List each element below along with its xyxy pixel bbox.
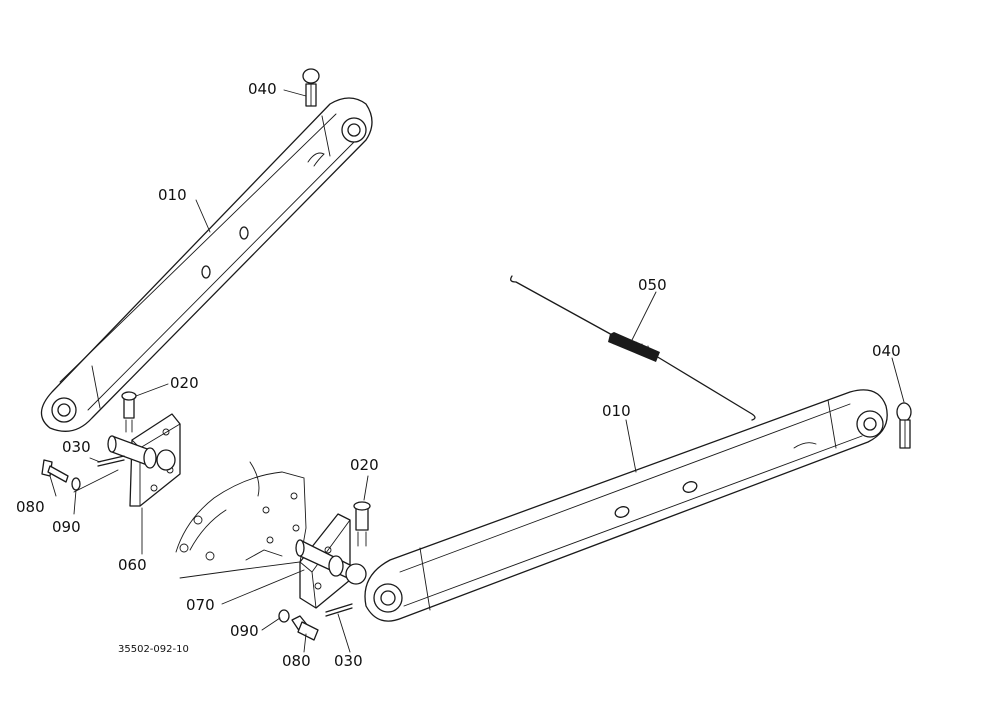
label-030-right: 030: [334, 652, 363, 670]
label-070: 070: [186, 596, 215, 614]
label-010-lower: 010: [602, 402, 631, 420]
upper-lynch-pin: [302, 68, 320, 107]
tractor-frame: [175, 461, 307, 579]
right-bracket-assembly: [278, 501, 371, 641]
label-040-right: 040: [872, 342, 901, 360]
label-020-left: 020: [170, 374, 199, 392]
upper-lower-link: [40, 97, 373, 432]
label-010-upper: 010: [158, 186, 187, 204]
callout-labels: 040 010 020 030 080 090 060 050 040 010 …: [16, 80, 901, 670]
label-050: 050: [638, 276, 667, 294]
leader-lines: [49, 89, 905, 653]
label-080-left: 080: [16, 498, 45, 516]
right-lynch-pin: [896, 402, 912, 449]
lower-right-lower-link: [364, 389, 888, 622]
drawing-code: 35502-092-10: [118, 644, 189, 655]
label-090-right: 090: [230, 622, 259, 640]
check-spring: [510, 275, 756, 421]
label-090-left: 090: [52, 518, 81, 536]
label-030-left: 030: [62, 438, 91, 456]
label-060: 060: [118, 556, 147, 574]
label-020-right: 020: [350, 456, 379, 474]
label-080-right: 080: [282, 652, 311, 670]
left-bracket-assembly: [41, 391, 181, 507]
label-040-upper: 040: [248, 80, 277, 98]
